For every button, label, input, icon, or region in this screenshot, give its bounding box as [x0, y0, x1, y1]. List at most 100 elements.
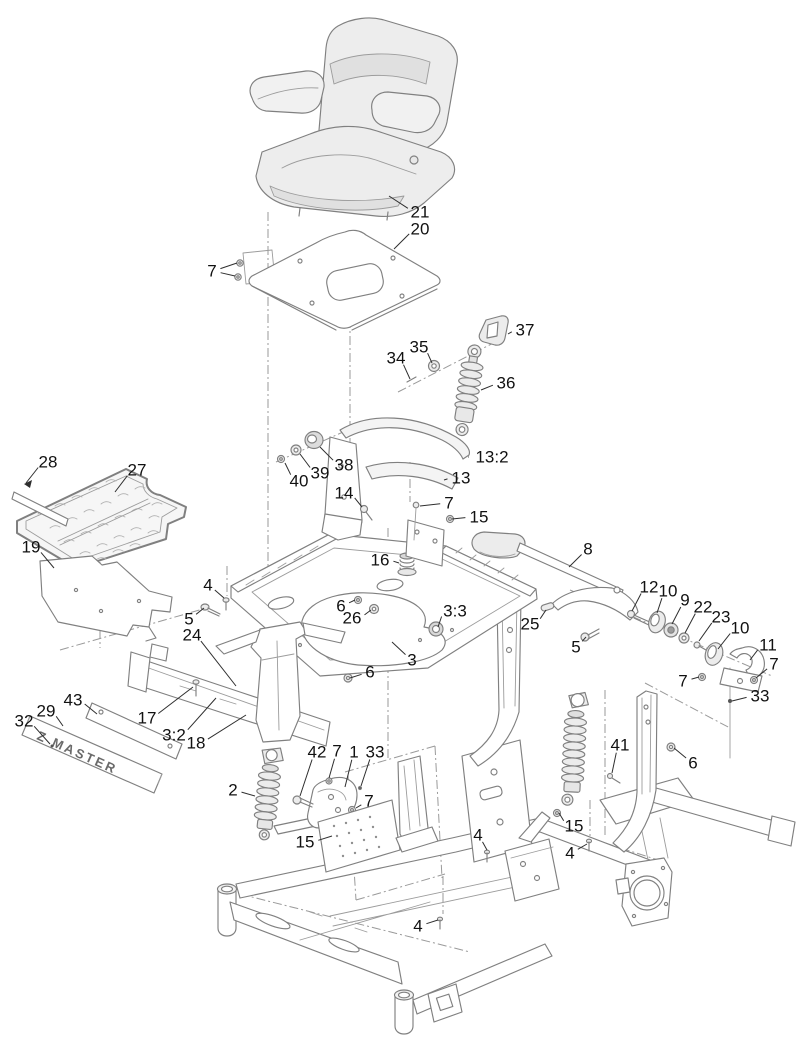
callout-leader-line [220, 262, 238, 270]
pedal-tower-part [395, 755, 439, 853]
arrowhead-28 [24, 480, 32, 488]
callout-leader-line [426, 919, 439, 925]
part-callout-7: 7 [769, 655, 778, 674]
floor-panel-part [39, 555, 173, 642]
callout-leader-line [55, 716, 64, 727]
part-callout-41: 41 [611, 736, 630, 755]
callout-leader-line [200, 640, 237, 687]
nut-7 [325, 777, 333, 785]
rear-shock-part [560, 691, 589, 806]
part-callout-35: 35 [410, 338, 429, 357]
callout-leader-line [558, 812, 565, 822]
callout-leader-line [195, 607, 205, 615]
callout-leader-line [299, 453, 311, 468]
bolt-7 [234, 273, 242, 281]
callout-leader-line [611, 752, 617, 774]
part-callout-4: 4 [203, 576, 212, 595]
callout-leader-line [84, 703, 98, 715]
callout-leader-line [717, 633, 731, 650]
upper-shock-part [406, 315, 509, 437]
callout-leader-line [40, 552, 55, 569]
part-callout-25: 25 [521, 615, 540, 634]
pin-41 [606, 772, 614, 780]
callout-leader-line [684, 613, 696, 634]
callout-leader-line [157, 686, 194, 714]
part-callout-15: 15 [296, 833, 315, 852]
perforated-plate-part [317, 799, 401, 873]
callout-leader-line [673, 747, 687, 759]
part-callout-7: 7 [678, 672, 687, 691]
bushing-10 [648, 610, 666, 634]
part-callout-6: 6 [688, 754, 697, 773]
part-callout-38: 38 [335, 456, 354, 475]
bushing-38 [304, 430, 324, 450]
callout-leader-line [114, 475, 128, 493]
part-callout-2: 2 [228, 781, 237, 800]
bolt-23 [693, 641, 707, 651]
nut-7 [749, 675, 759, 685]
callout-leader-line [187, 697, 217, 731]
washer-39 [290, 444, 302, 456]
part-callout-8: 8 [583, 540, 592, 559]
part-callout-29: 29 [37, 702, 56, 721]
bolt-17 [192, 679, 200, 697]
floor-mat-part [11, 468, 187, 569]
bolt-14 [359, 504, 373, 521]
bolt-7 [412, 501, 420, 541]
rivet-32 [50, 744, 54, 748]
callout-leader-line [671, 606, 682, 625]
part-callout-22: 22 [694, 598, 713, 617]
part-callout-21: 21 [411, 203, 430, 222]
bolt-5 [580, 628, 600, 642]
part-callout-13:2: 13:2 [475, 448, 508, 467]
callout-leader-line [568, 554, 582, 568]
front-shock-part [253, 747, 284, 841]
callout-leader-line [241, 791, 256, 797]
part-callout-23: 23 [712, 608, 731, 627]
part-callout-34: 34 [387, 349, 406, 368]
part-callout-36: 36 [497, 374, 516, 393]
callout-leader-line [656, 598, 663, 614]
bearing-9 [663, 622, 679, 638]
part-callout-4: 4 [565, 844, 574, 863]
callout-leader-line [207, 714, 247, 740]
part-callout-9: 9 [680, 591, 689, 610]
support-post-right-part [606, 690, 676, 853]
bolt-40 [276, 454, 286, 464]
part-callout-7: 7 [444, 494, 453, 513]
part-callout-28: 28 [39, 453, 58, 472]
bolt-5 [200, 603, 221, 617]
callout-leader-line [214, 589, 225, 599]
nut-7 [697, 672, 707, 682]
part-callout-3: 3 [407, 651, 416, 670]
callout-leader-line [419, 503, 441, 507]
callout-leader-line [33, 725, 51, 745]
nut-6 [353, 595, 363, 605]
callout-leader-line [507, 331, 513, 335]
callout-leader-line [355, 804, 362, 809]
callout-leader-line [393, 560, 400, 564]
pin-34 [406, 376, 417, 383]
pin-25 [540, 602, 555, 612]
part-callout-33: 33 [751, 687, 770, 706]
part-callout-7: 7 [207, 262, 216, 281]
callout-leader-line [749, 649, 758, 661]
part-callout-7: 7 [364, 792, 373, 811]
part-callout-39: 39 [311, 464, 330, 483]
part-callout-6: 6 [365, 663, 374, 682]
part-callout-15: 15 [470, 508, 489, 527]
part-callout-1: 1 [349, 743, 358, 762]
mount-plate-43 [85, 702, 183, 760]
callout-leader-line [731, 696, 747, 702]
washer-22 [678, 632, 690, 644]
part-callout-26: 26 [343, 609, 362, 628]
part-callout-33: 33 [366, 743, 385, 762]
callout-leader-line [348, 599, 356, 604]
pin-33 [357, 785, 363, 791]
brand-panel-29 [21, 715, 163, 794]
callout-leader-line [451, 517, 466, 520]
part-callout-4: 4 [473, 826, 482, 845]
